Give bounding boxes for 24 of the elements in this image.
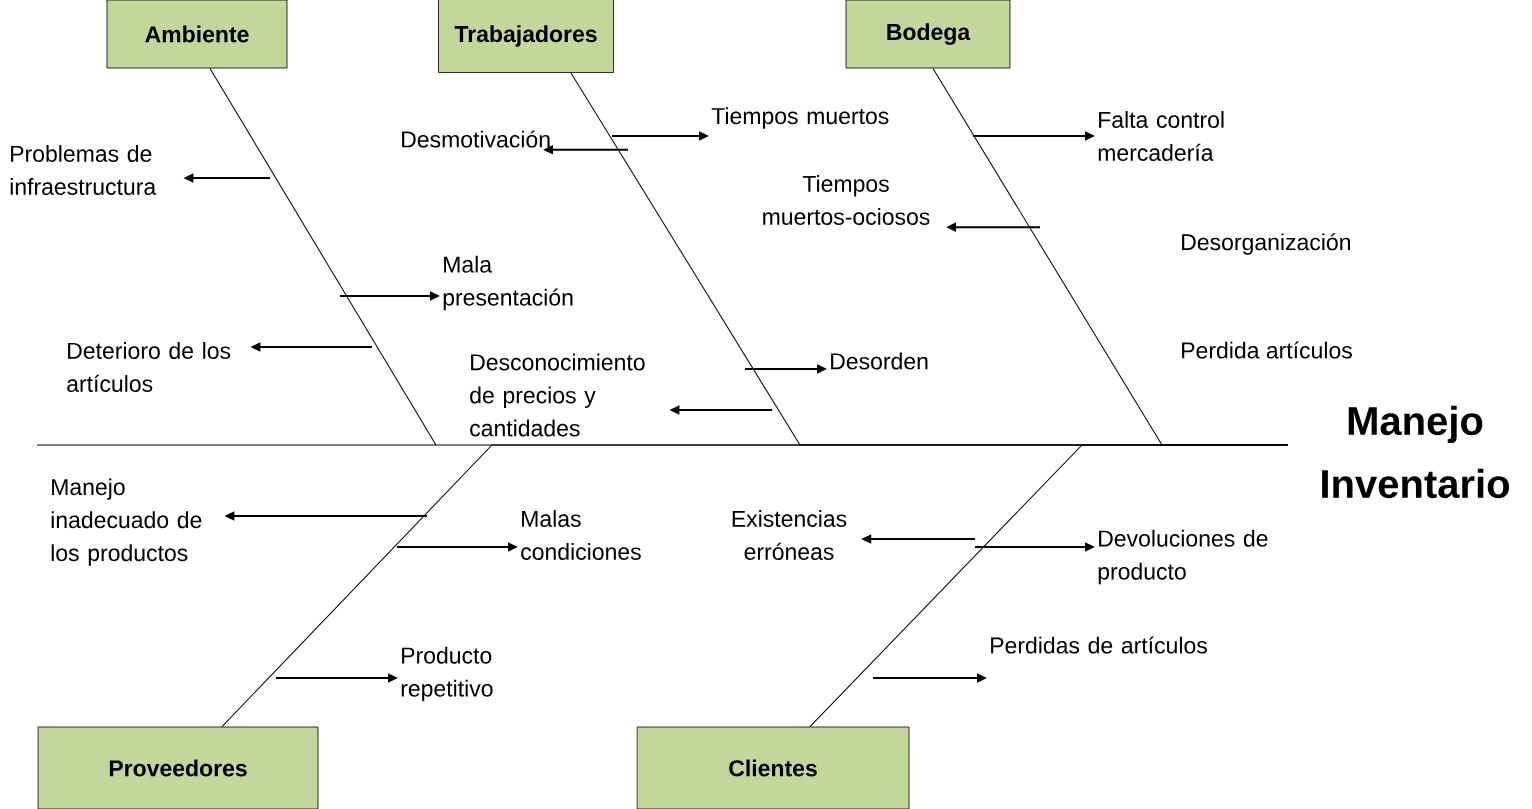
category-box: Ambiente — [106, 0, 288, 69]
cause-label: Tiempos muertos-ociosos — [763, 175, 930, 225]
cause-label: Devoluciones de producto — [1098, 529, 1268, 585]
cause-label: Desorganización — [1182, 233, 1350, 255]
cause-label: Deterioro de los artículos — [67, 342, 231, 392]
category-box: Clientes — [636, 726, 910, 809]
cause-label: Existencias erróneas — [732, 510, 847, 560]
category-box: Proveedores — [37, 726, 319, 809]
cause-label: Desconocimiento de precios y cantidades — [470, 353, 645, 437]
cause-label: Desorden — [831, 352, 928, 370]
cause-label: Desmotivación — [402, 130, 550, 148]
cause-label: Producto repetitivo — [401, 646, 493, 702]
bone-line — [809, 444, 1289, 728]
cause-label: Mala presentación — [443, 255, 573, 311]
cause-label: Falta control mercadería — [1098, 111, 1224, 161]
cause-label: Problemas de infraestructura — [10, 145, 157, 195]
cause-label: Tiempos muertos — [711, 107, 889, 129]
cause-label: Perdidas de artículos — [991, 636, 1207, 654]
category-box: Bodega — [845, 0, 1011, 69]
effect-label: Manejo Inventario — [1322, 405, 1509, 499]
cause-label: Manejo inadecuado de los productos — [51, 478, 202, 566]
category-box: Trabajadores — [438, 0, 614, 73]
cause-label: Malas condiciones — [521, 510, 641, 560]
cause-label: Perdida artículos — [1182, 341, 1352, 359]
